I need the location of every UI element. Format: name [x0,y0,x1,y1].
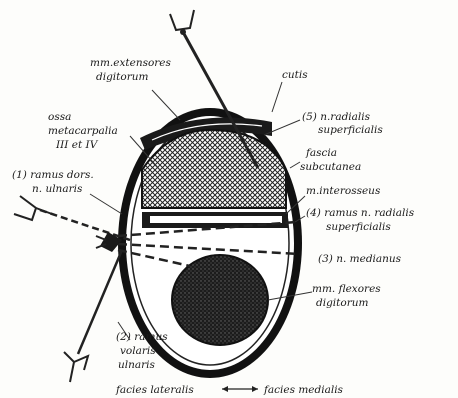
syringe-bottom [64,352,88,382]
label-fascia-1: fascia [305,147,337,159]
label-ramus-dors-1: (1) ramus dors. [12,169,94,181]
leader-cutis [272,82,282,112]
syringe-top [170,10,194,30]
leader-fascia [290,162,300,168]
label-radialis-sup-2: superficialis [318,124,383,136]
label-ramus-rad-1: (4) ramus n. radialis [306,207,415,219]
flexores-digitorum [172,255,268,345]
label-ossa-1: ossa [48,111,71,123]
label-facies-lateralis: facies lateralis [115,384,194,396]
label-flexores-2: digitorum [316,297,368,309]
interosseus-inner [150,216,282,223]
arrow-head-right [252,386,258,392]
label-interosseus: m.interosseus [306,185,381,197]
arrow-head-left [222,386,228,392]
label-cutis: cutis [282,69,308,81]
label-ossa-3: III et IV [55,139,99,151]
syringe-lateral [14,196,52,220]
label-fascia-2: subcutanea [300,161,361,173]
label-ossa-2: metacarpalia [48,125,118,137]
label-extensores-1: mm.extensores [90,57,172,69]
label-ramus-rad-2: superficialis [326,221,391,233]
label-ramus-dors-2: n. ulnaris [32,183,83,195]
label-extensores-2: digitorum [96,71,148,83]
needle-lateral-1 [40,210,130,240]
label-volaris-1: (2) ramus [116,331,168,343]
label-flexores-1: mm. flexores [312,283,381,295]
label-radialis-sup-1: (5) n.radialis [302,111,371,123]
label-medianus: (3) n. medianus [318,253,402,265]
label-volaris-2: volaris [120,345,156,357]
leader-ramus-dors [90,194,122,214]
syringe-top-hub [180,29,186,35]
leader-extensores [152,90,180,120]
label-volaris-3: ulnaris [118,359,156,371]
label-facies-medialis: facies medialis [263,384,344,396]
